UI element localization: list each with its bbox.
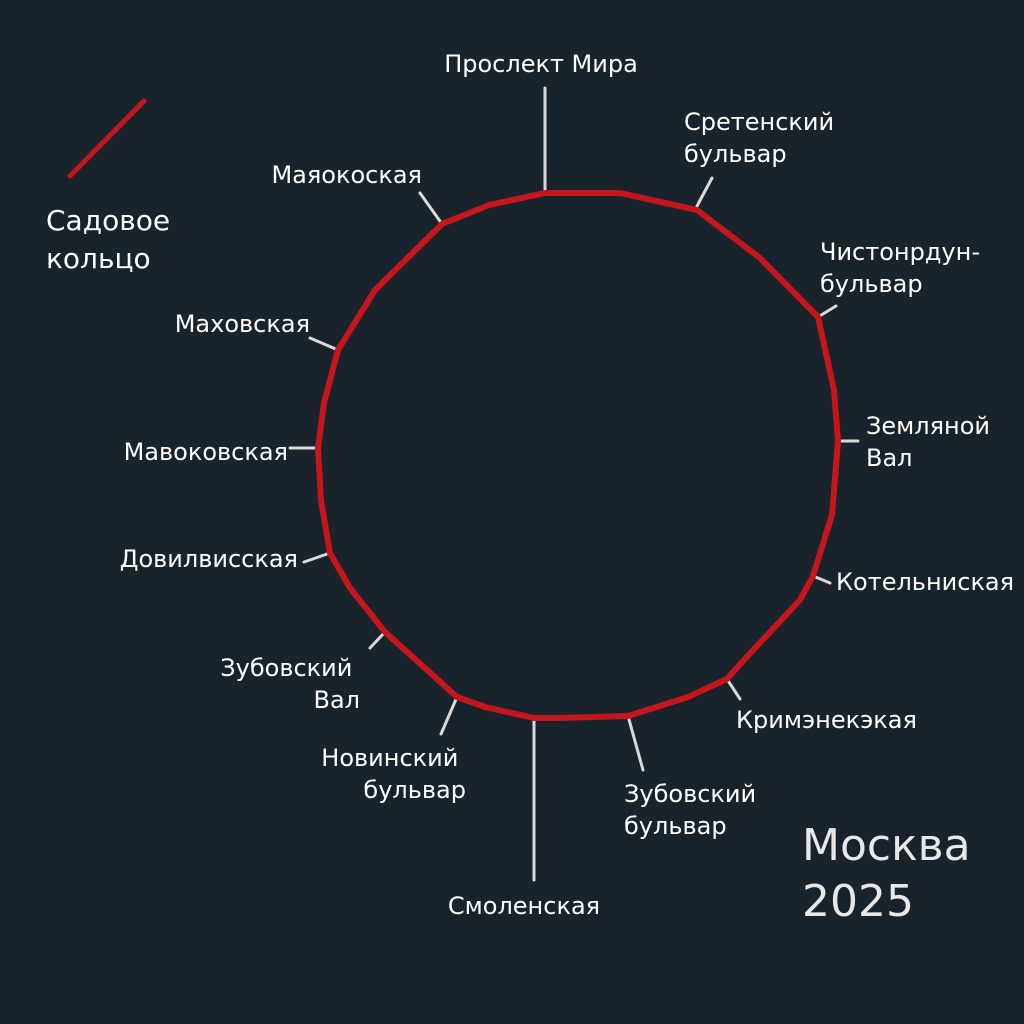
station-label-mavokovskaya: Мавоковская xyxy=(124,438,288,466)
station-label-smolenskaya: Смоленская xyxy=(448,892,600,920)
station-label-dovilvisskaya: Довилвисская xyxy=(120,545,298,573)
station-label-line: Вал xyxy=(866,444,913,472)
garden-ring-line xyxy=(315,190,841,721)
station-label-line: Земляной xyxy=(866,412,990,440)
station-label-zubovsky-val: Зубовский Вал xyxy=(220,654,360,714)
station-label-line: Зубовский xyxy=(624,780,756,808)
station-tick xyxy=(368,630,387,650)
city-caption-line: 2025 xyxy=(802,876,914,927)
station-label-line: бульвар xyxy=(820,270,923,298)
legend-label: Садовое кольцо xyxy=(46,204,179,275)
station-label-line: Вал xyxy=(313,686,360,714)
station-label-chistoprudny-bulvar: Чистонрдун- бульвар xyxy=(820,238,988,298)
station-label-line: Довилвисская xyxy=(120,545,298,573)
station-label-line: Новинский xyxy=(321,744,458,772)
station-label-krymskaya: Кримэнекэкая xyxy=(736,706,917,734)
station-tick xyxy=(308,336,340,352)
station-label-kotelnicheskaya: Котельниская xyxy=(836,568,1014,596)
station-label-line: Прослект Мира xyxy=(444,50,638,78)
station-tick xyxy=(816,304,838,319)
station-label-prospekt-mira: Прослект Мира xyxy=(444,50,638,78)
station-tick xyxy=(302,551,332,564)
station-label-zemlyanoy-val: Земляной Вал xyxy=(866,412,998,472)
legend-label-line: Садовое xyxy=(46,204,170,237)
station-tick xyxy=(439,695,459,736)
station-label-line: Маяокоская xyxy=(271,161,422,189)
station-label-line: Сретенский xyxy=(684,108,834,136)
station-tick xyxy=(725,677,742,701)
station-label-line: бульвар xyxy=(624,812,727,840)
station-label-mayakovskaya: Маяокоская xyxy=(271,161,422,189)
station-label-line: бульвар xyxy=(363,776,466,804)
station-tick xyxy=(811,574,832,585)
station-tick xyxy=(626,714,645,772)
station-label-line: Зубовский xyxy=(220,654,352,682)
station-tick xyxy=(418,191,444,226)
station-tick xyxy=(695,176,714,208)
station-label-zubovsky-bulvar: Зубовский бульвар xyxy=(624,780,764,840)
station-label-line: Маховская xyxy=(175,310,310,338)
station-label-line: Чистонрдун- xyxy=(820,238,980,266)
station-label-line: Смоленская xyxy=(448,892,600,920)
station-label-line: Мавоковская xyxy=(124,438,288,466)
station-ticks xyxy=(288,86,860,882)
station-label-sretensky-bulvar: Сретенский бульвар xyxy=(684,108,842,168)
city-caption: Москва 2025 xyxy=(802,820,985,927)
station-label-line: бульвар xyxy=(684,140,787,168)
legend-line-swatch xyxy=(67,98,147,179)
station-label-novinsky-bulvar: Новинский бульвар xyxy=(321,744,466,804)
station-label-line: Кримэнекэкая xyxy=(736,706,917,734)
legend-label-line: кольцо xyxy=(46,242,151,275)
station-label-makhovskaya: Маховская xyxy=(175,310,310,338)
station-label-line: Котельниская xyxy=(836,568,1014,596)
city-caption-line: Москва xyxy=(802,820,971,871)
station-labels: Прослект Мира Сретенский бульвар Чистонр… xyxy=(120,50,1014,920)
